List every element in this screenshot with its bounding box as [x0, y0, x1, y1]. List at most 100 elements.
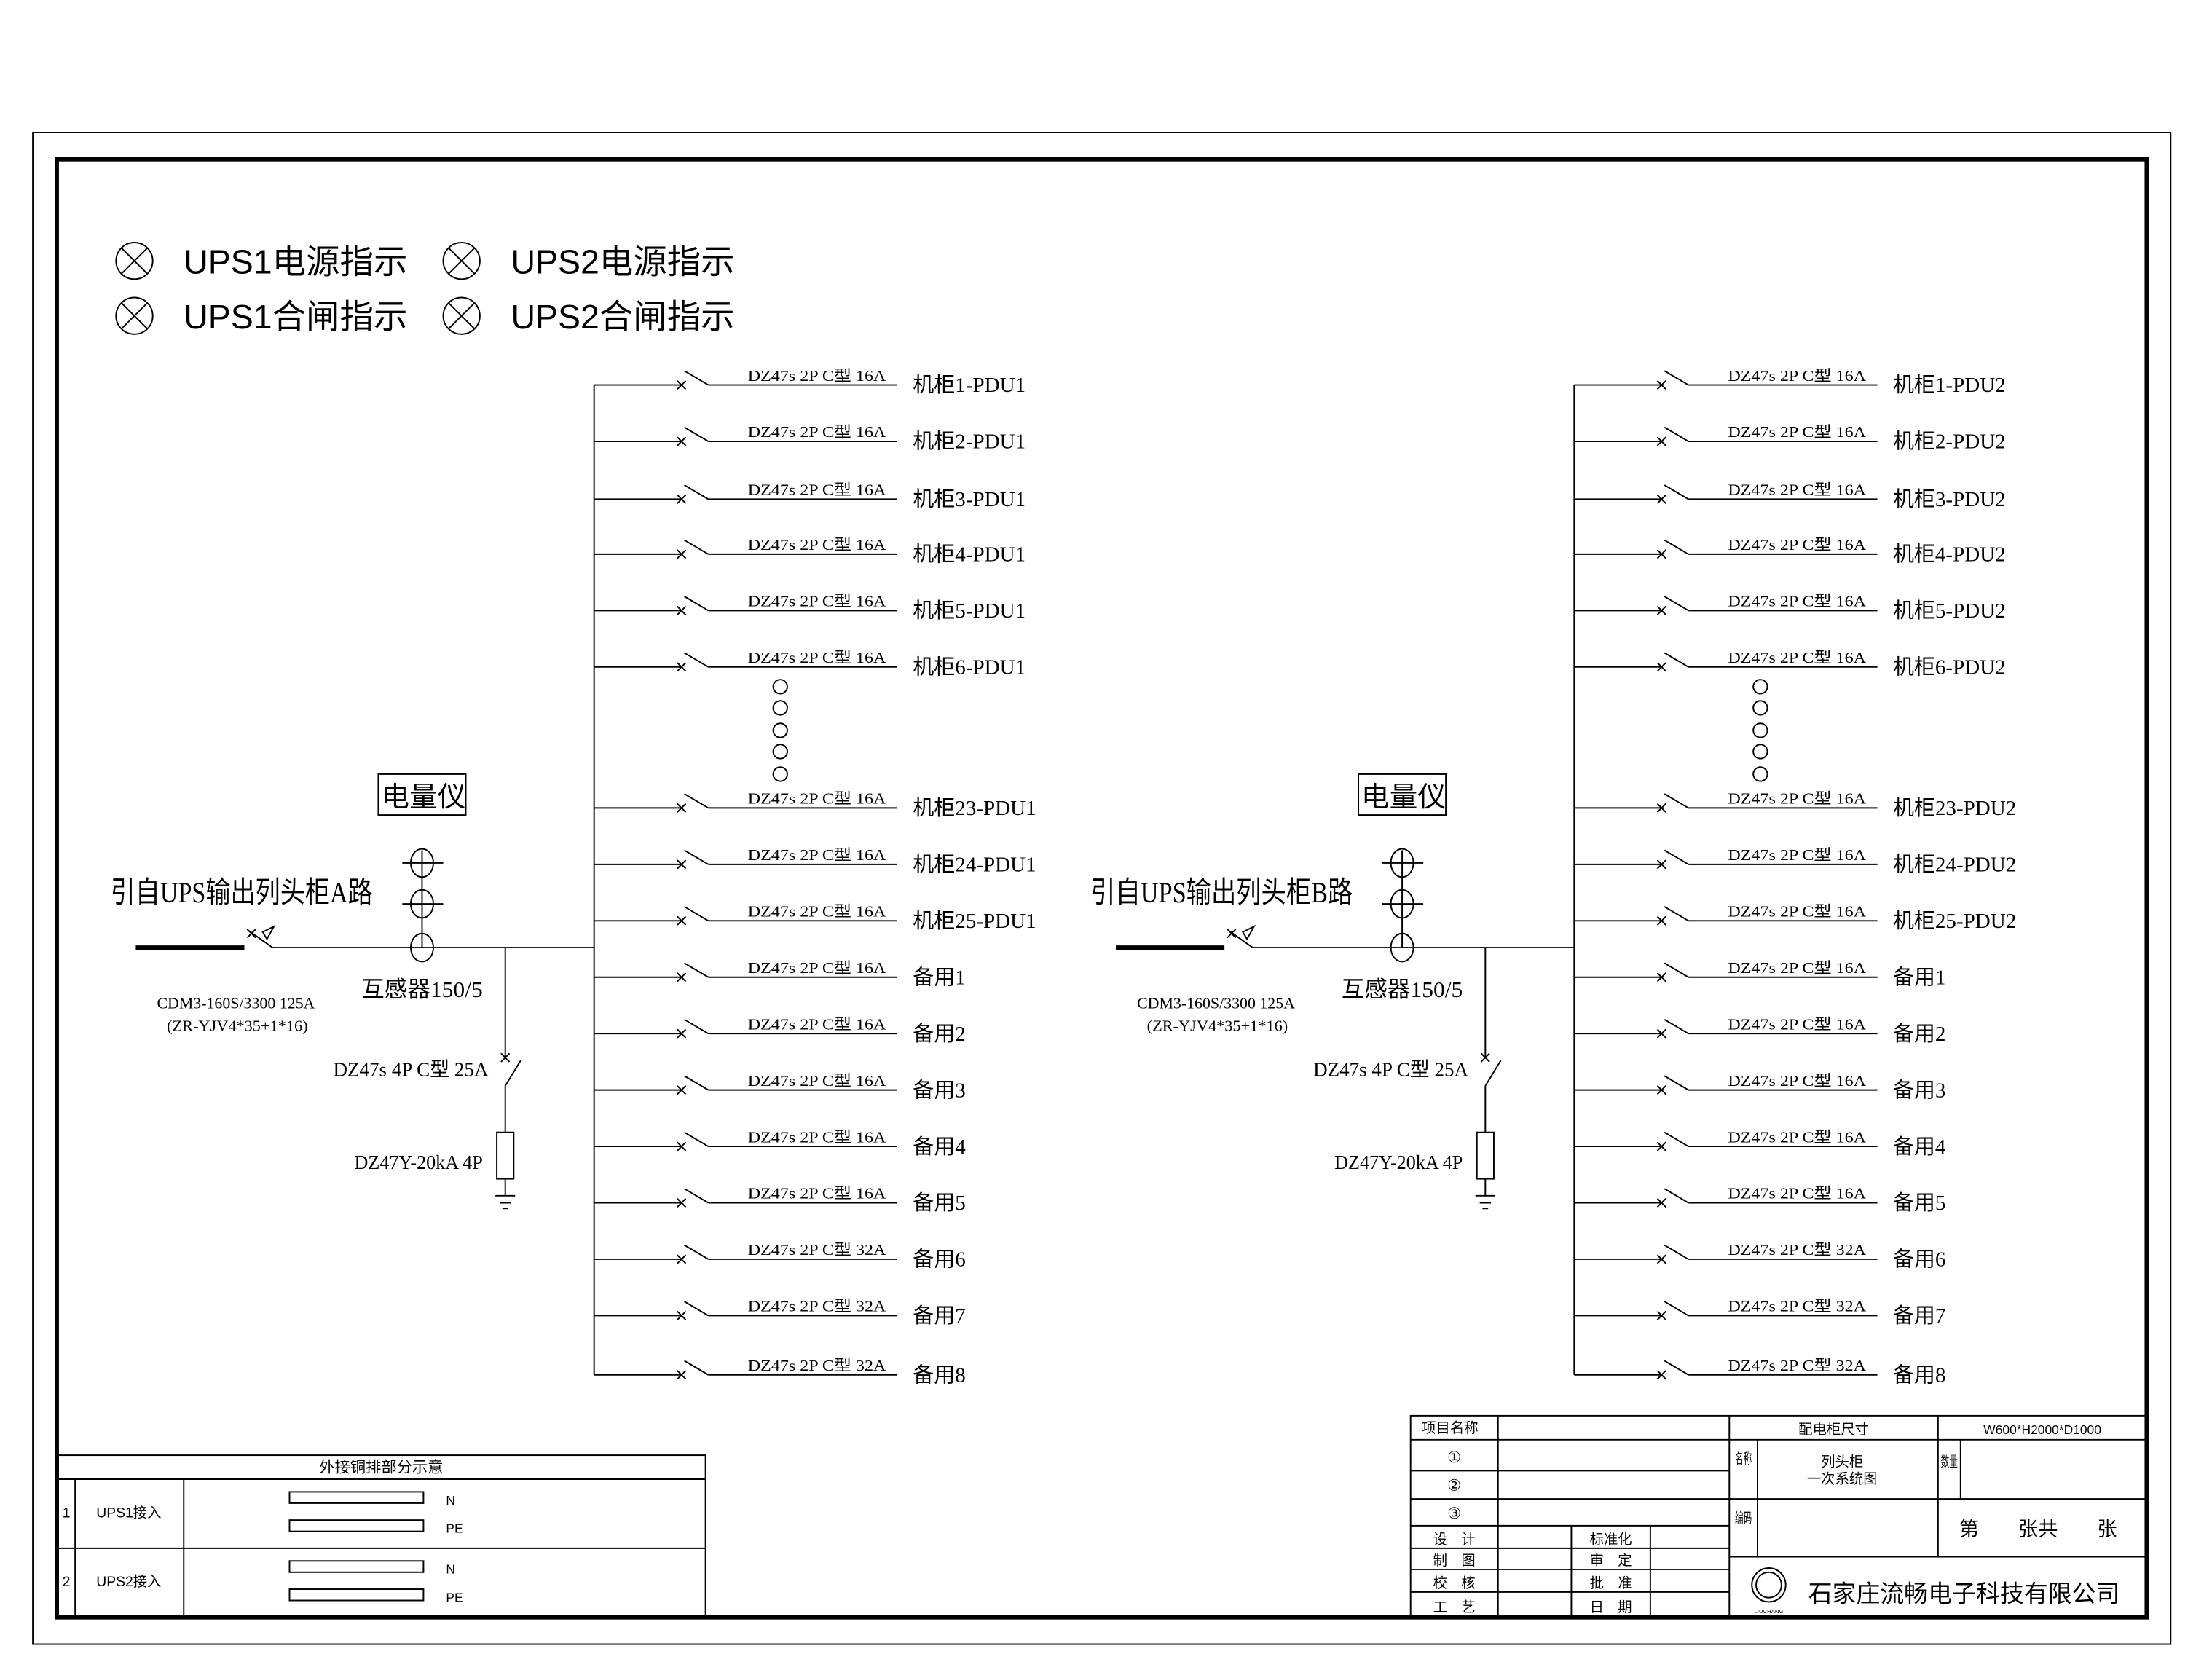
spd-spec: DZ47Y-20kA 4P — [355, 1151, 483, 1173]
legend-label: UPS1合闸指示 — [184, 298, 407, 336]
indicator-lamp-icon — [121, 302, 148, 329]
circuit-label: 机柜24-PDU1 — [913, 853, 1036, 877]
breaker-trip-mark — [1656, 549, 1666, 559]
circuit-label: 机柜25-PDU1 — [913, 909, 1036, 933]
surge-protector-icon — [496, 1131, 515, 1180]
circuit-label: 备用2 — [913, 1022, 966, 1046]
breaker-trip-mark — [246, 929, 256, 939]
circuit-label: 备用3 — [1893, 1078, 1946, 1102]
main-breaker-spec: CDM3-160S/3300 125A — [157, 994, 315, 1012]
branch-circuit: DZ47s 2P C型 16A 机柜24-PDU1 — [594, 846, 1036, 877]
circuit-label: 备用4 — [913, 1135, 966, 1159]
breaker-trip-mark — [1656, 1028, 1666, 1039]
sheet-number: 第 张共 张 — [1959, 1517, 2117, 1540]
role-label: 设 计 — [1433, 1532, 1476, 1548]
breaker-trip-mark — [1480, 1052, 1490, 1063]
circuit-label: 机柜5-PDU2 — [1893, 599, 2006, 623]
breaker-trip-mark — [677, 436, 687, 446]
main-breaker-spec: CDM3-160S/3300 125A — [1137, 994, 1295, 1012]
breaker-contact — [684, 596, 709, 612]
breaker-contact — [1664, 426, 1689, 442]
breaker-contact — [684, 1244, 709, 1260]
breaker-trip-mark — [677, 494, 687, 504]
breaker-trip-mark — [1656, 436, 1666, 446]
continuation-dot — [772, 744, 788, 760]
drawing-name: 一次系统图 — [1807, 1471, 1878, 1487]
busbar-label: N — [446, 1493, 455, 1508]
breaker-contact — [1664, 484, 1689, 500]
role-label: 标准化 — [1590, 1532, 1632, 1548]
circuit-label: 机柜1-PDU1 — [913, 373, 1026, 397]
continuation-dot — [1752, 744, 1768, 760]
busbar-label: PE — [446, 1521, 463, 1536]
breaker-spec: DZ47s 2P C型 16A — [748, 902, 886, 920]
indicator-lamp-icon — [121, 248, 148, 275]
company-logo-icon — [1751, 1567, 1787, 1603]
breaker-contact — [1664, 849, 1689, 865]
breaker-spec: DZ47s 2P C型 16A — [748, 790, 886, 808]
breaker-trip-mark — [677, 1085, 687, 1095]
item-number: ③ — [1447, 1505, 1461, 1522]
breaker-trip-mark — [1227, 929, 1237, 939]
source-name: UPS1接入 — [96, 1505, 161, 1521]
power-meter-label: 电量仪 — [381, 781, 465, 813]
continuation-dot — [772, 679, 788, 695]
breaker-contact — [1664, 1301, 1689, 1317]
breaker-contact — [1664, 596, 1689, 612]
branch-circuit: DZ47s 2P C型 16A 机柜6-PDU2 — [1574, 649, 2006, 679]
breaker-contact — [684, 1188, 709, 1204]
breaker-spec: DZ47s 2P C型 16A — [1728, 593, 1866, 610]
breaker-trip-mark — [677, 915, 687, 926]
company-logo-icon — [1755, 1571, 1782, 1599]
item-number: ② — [1447, 1476, 1461, 1494]
breaker-contact — [1664, 1131, 1689, 1147]
breaker-spec: DZ47s 2P C型 16A — [1728, 649, 1866, 666]
source-label: 引自UPS输出列头柜B路 — [1090, 876, 1353, 909]
breaker-spec: DZ47s 2P C型 16A — [1728, 959, 1866, 977]
breaker-trip-mark — [677, 859, 687, 870]
breaker-contact — [1664, 1360, 1689, 1376]
circuit-label: 机柜5-PDU1 — [913, 599, 1026, 623]
breaker-spec: DZ47s 2P C型 16A — [748, 1015, 886, 1033]
breaker-trip-mark — [1656, 380, 1666, 390]
breaker-trip-mark — [1656, 915, 1666, 926]
breaker-spec: DZ47s 2P C型 16A — [1728, 536, 1866, 554]
breaker-trip-mark — [1656, 1085, 1666, 1095]
circuit-label: 机柜6-PDU2 — [1893, 655, 2006, 679]
breaker-spec: DZ47s 2P C型 16A — [748, 846, 886, 864]
role-label: 日 期 — [1590, 1599, 1632, 1615]
breaker-spec: DZ47s 2P C型 16A — [1728, 481, 1866, 499]
breaker-contact — [684, 426, 709, 442]
legend-label: UPS2电源指示 — [511, 243, 734, 281]
legend-item: UPS2电源指示 — [442, 242, 735, 281]
source-name: UPS2接入 — [96, 1574, 161, 1590]
role-label: 工 艺 — [1433, 1599, 1476, 1615]
outer-frame — [32, 132, 2172, 1645]
breaker-spec: DZ47s 2P C型 32A — [1728, 1241, 1866, 1258]
circuit-label: 备用2 — [1893, 1022, 1946, 1046]
breaker-spec: DZ47s 2P C型 16A — [748, 1072, 886, 1090]
inner-frame — [55, 157, 2149, 1620]
power-meter-label: 电量仪 — [1361, 781, 1446, 813]
branch-circuit: DZ47s 2P C型 16A 机柜25-PDU1 — [594, 902, 1036, 933]
breaker-trip-mark — [1656, 1310, 1666, 1320]
breaker-trip-mark — [1656, 662, 1666, 672]
